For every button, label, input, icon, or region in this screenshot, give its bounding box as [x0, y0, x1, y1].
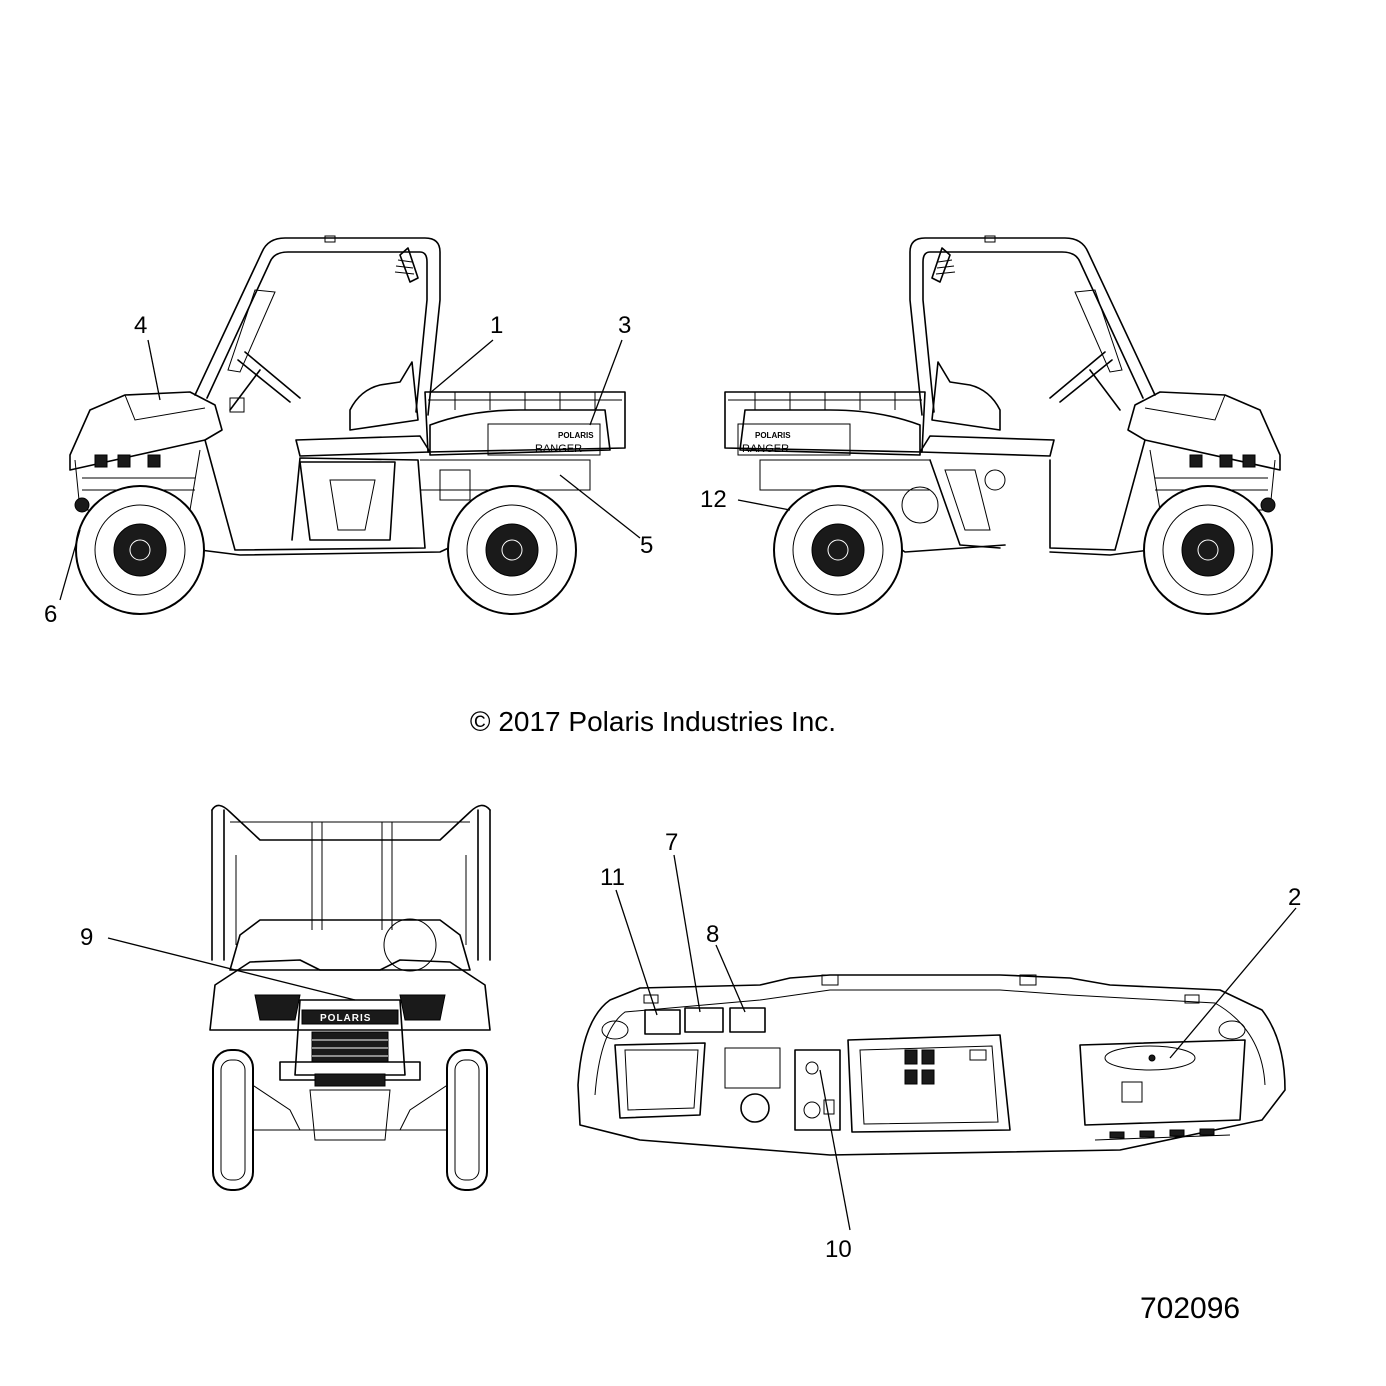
callout-12: 12 — [700, 486, 727, 513]
callout-4: 4 — [134, 312, 147, 339]
decal-area-10 — [794, 1049, 841, 1131]
copyright-notice: © 2017 Polaris Industries Inc. — [469, 706, 837, 737]
dashboard-view — [577, 974, 1286, 1156]
callout-1: 1 — [490, 312, 503, 339]
decal-area-7 — [684, 1007, 724, 1033]
left-bed-model-decal: RANGER — [535, 443, 582, 455]
callout-3: 3 — [618, 312, 631, 339]
callout-9: 9 — [80, 924, 93, 951]
callout-numbers: 4 1 3 5 6 12 9 11 7 8 2 10 — [44, 312, 1301, 1263]
front-grille-brand-decal: POLARIS — [320, 1013, 371, 1024]
callout-2: 2 — [1288, 884, 1301, 911]
right-bed-brand-decal: POLARIS — [755, 431, 791, 440]
left-side-view: POLARIS RANGER — [69, 235, 626, 615]
figure-number: 702096 — [1140, 1292, 1241, 1325]
callout-8: 8 — [706, 921, 719, 948]
decal-area-11 — [644, 1009, 681, 1035]
decal-area-8 — [729, 1007, 766, 1033]
callout-6: 6 — [44, 601, 57, 628]
right-side-view: POLARIS RANGER — [724, 235, 1281, 615]
front-view: POLARIS — [209, 804, 491, 1191]
right-bed-model-decal: RANGER — [742, 443, 789, 455]
callout-11: 11 — [600, 864, 625, 891]
leader-lines — [59, 339, 1297, 1231]
left-bed-brand-decal: POLARIS — [558, 431, 594, 440]
callout-5: 5 — [640, 532, 653, 559]
callout-7: 7 — [665, 829, 678, 856]
callout-10: 10 — [825, 1236, 852, 1263]
